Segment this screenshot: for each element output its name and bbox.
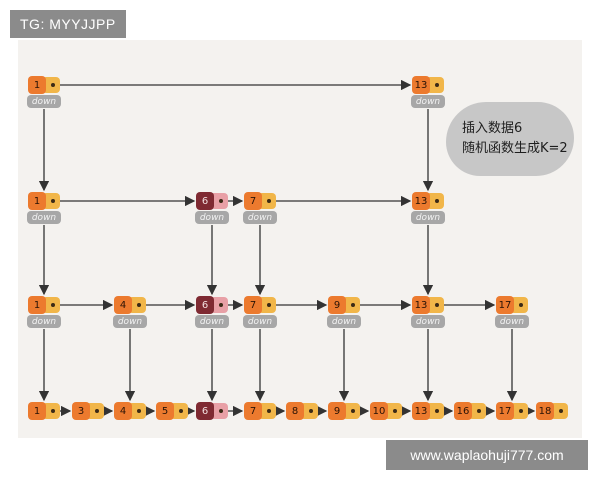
next-pointer	[384, 403, 402, 419]
node-key: 10	[370, 402, 388, 420]
next-pointer	[210, 403, 228, 419]
node-key: 6	[196, 192, 214, 210]
note-line-1: 插入数据6	[462, 121, 523, 136]
watermark: www.waplaohuji777.com	[386, 440, 588, 470]
node-key: 9	[328, 402, 346, 420]
node-key: 9	[328, 296, 346, 314]
down-pointer-label: down	[243, 315, 277, 328]
next-pointer	[426, 403, 444, 419]
node-key: 1	[28, 296, 46, 314]
next-pointer	[210, 193, 228, 209]
node-key: 13	[412, 76, 430, 94]
node-key: 7	[244, 402, 262, 420]
next-pointer	[42, 193, 60, 209]
next-pointer	[510, 297, 528, 313]
next-pointer	[426, 297, 444, 313]
down-pointer-label: down	[411, 211, 445, 224]
node-level-1-key-17: 17	[496, 296, 528, 314]
node-level-3-key-1: 1	[28, 76, 60, 94]
node-key: 3	[72, 402, 90, 420]
node-key: 5	[156, 402, 174, 420]
node-level-1-key-13: 13	[412, 296, 444, 314]
next-pointer	[468, 403, 486, 419]
node-key: 1	[28, 76, 46, 94]
node-level-0-key-16: 16	[454, 402, 486, 420]
node-level-0-key-18: 18	[536, 402, 568, 420]
node-level-0-key-9: 9	[328, 402, 360, 420]
node-level-1-key-4: 4	[114, 296, 146, 314]
node-key: 13	[412, 296, 430, 314]
next-pointer	[258, 297, 276, 313]
node-level-0-key-6: 6	[196, 402, 228, 420]
node-key: 7	[244, 192, 262, 210]
next-pointer	[86, 403, 104, 419]
next-pointer	[210, 297, 228, 313]
node-key: 6	[196, 402, 214, 420]
node-level-0-key-1: 1	[28, 402, 60, 420]
down-pointer-label: down	[411, 95, 445, 108]
node-level-1-key-7: 7	[244, 296, 276, 314]
next-pointer	[510, 403, 528, 419]
next-pointer	[42, 77, 60, 93]
next-pointer	[170, 403, 188, 419]
next-pointer	[426, 193, 444, 209]
tg-badge: TG: MYYJJPP	[10, 10, 126, 38]
next-pointer	[258, 403, 276, 419]
next-pointer	[258, 193, 276, 209]
next-pointer	[550, 403, 568, 419]
node-key: 8	[286, 402, 304, 420]
node-key: 6	[196, 296, 214, 314]
down-pointer-label: down	[27, 315, 61, 328]
down-pointer-label: down	[495, 315, 529, 328]
node-key: 13	[412, 402, 430, 420]
node-level-2-key-1: 1	[28, 192, 60, 210]
down-pointer-label: down	[27, 95, 61, 108]
next-pointer	[42, 403, 60, 419]
next-pointer	[128, 403, 146, 419]
node-key: 1	[28, 192, 46, 210]
node-level-1-key-1: 1	[28, 296, 60, 314]
node-level-2-key-6: 6	[196, 192, 228, 210]
node-level-0-key-3: 3	[72, 402, 104, 420]
node-key: 1	[28, 402, 46, 420]
node-key: 18	[536, 402, 554, 420]
node-level-0-key-13: 13	[412, 402, 444, 420]
node-level-3-key-13: 13	[412, 76, 444, 94]
node-key: 4	[114, 402, 132, 420]
down-pointer-label: down	[113, 315, 147, 328]
node-key: 13	[412, 192, 430, 210]
down-pointer-label: down	[195, 211, 229, 224]
node-level-0-key-17: 17	[496, 402, 528, 420]
next-pointer	[300, 403, 318, 419]
next-pointer	[42, 297, 60, 313]
node-level-0-key-4: 4	[114, 402, 146, 420]
next-pointer	[426, 77, 444, 93]
node-level-1-key-6: 6	[196, 296, 228, 314]
next-pointer	[342, 297, 360, 313]
down-pointer-label: down	[27, 211, 61, 224]
node-level-0-key-7: 7	[244, 402, 276, 420]
node-level-0-key-5: 5	[156, 402, 188, 420]
node-level-0-key-10: 10	[370, 402, 402, 420]
node-key: 17	[496, 296, 514, 314]
node-key: 16	[454, 402, 472, 420]
note-bubble: 插入数据6 随机函数生成K=2	[446, 102, 574, 176]
node-key: 4	[114, 296, 132, 314]
node-key: 17	[496, 402, 514, 420]
down-pointer-label: down	[411, 315, 445, 328]
next-pointer	[128, 297, 146, 313]
node-level-2-key-7: 7	[244, 192, 276, 210]
down-pointer-label: down	[243, 211, 277, 224]
down-pointer-label: down	[195, 315, 229, 328]
down-pointer-label: down	[327, 315, 361, 328]
node-level-2-key-13: 13	[412, 192, 444, 210]
node-level-0-key-8: 8	[286, 402, 318, 420]
node-level-1-key-9: 9	[328, 296, 360, 314]
node-key: 7	[244, 296, 262, 314]
note-line-2: 随机函数生成K=2	[462, 141, 568, 156]
next-pointer	[342, 403, 360, 419]
